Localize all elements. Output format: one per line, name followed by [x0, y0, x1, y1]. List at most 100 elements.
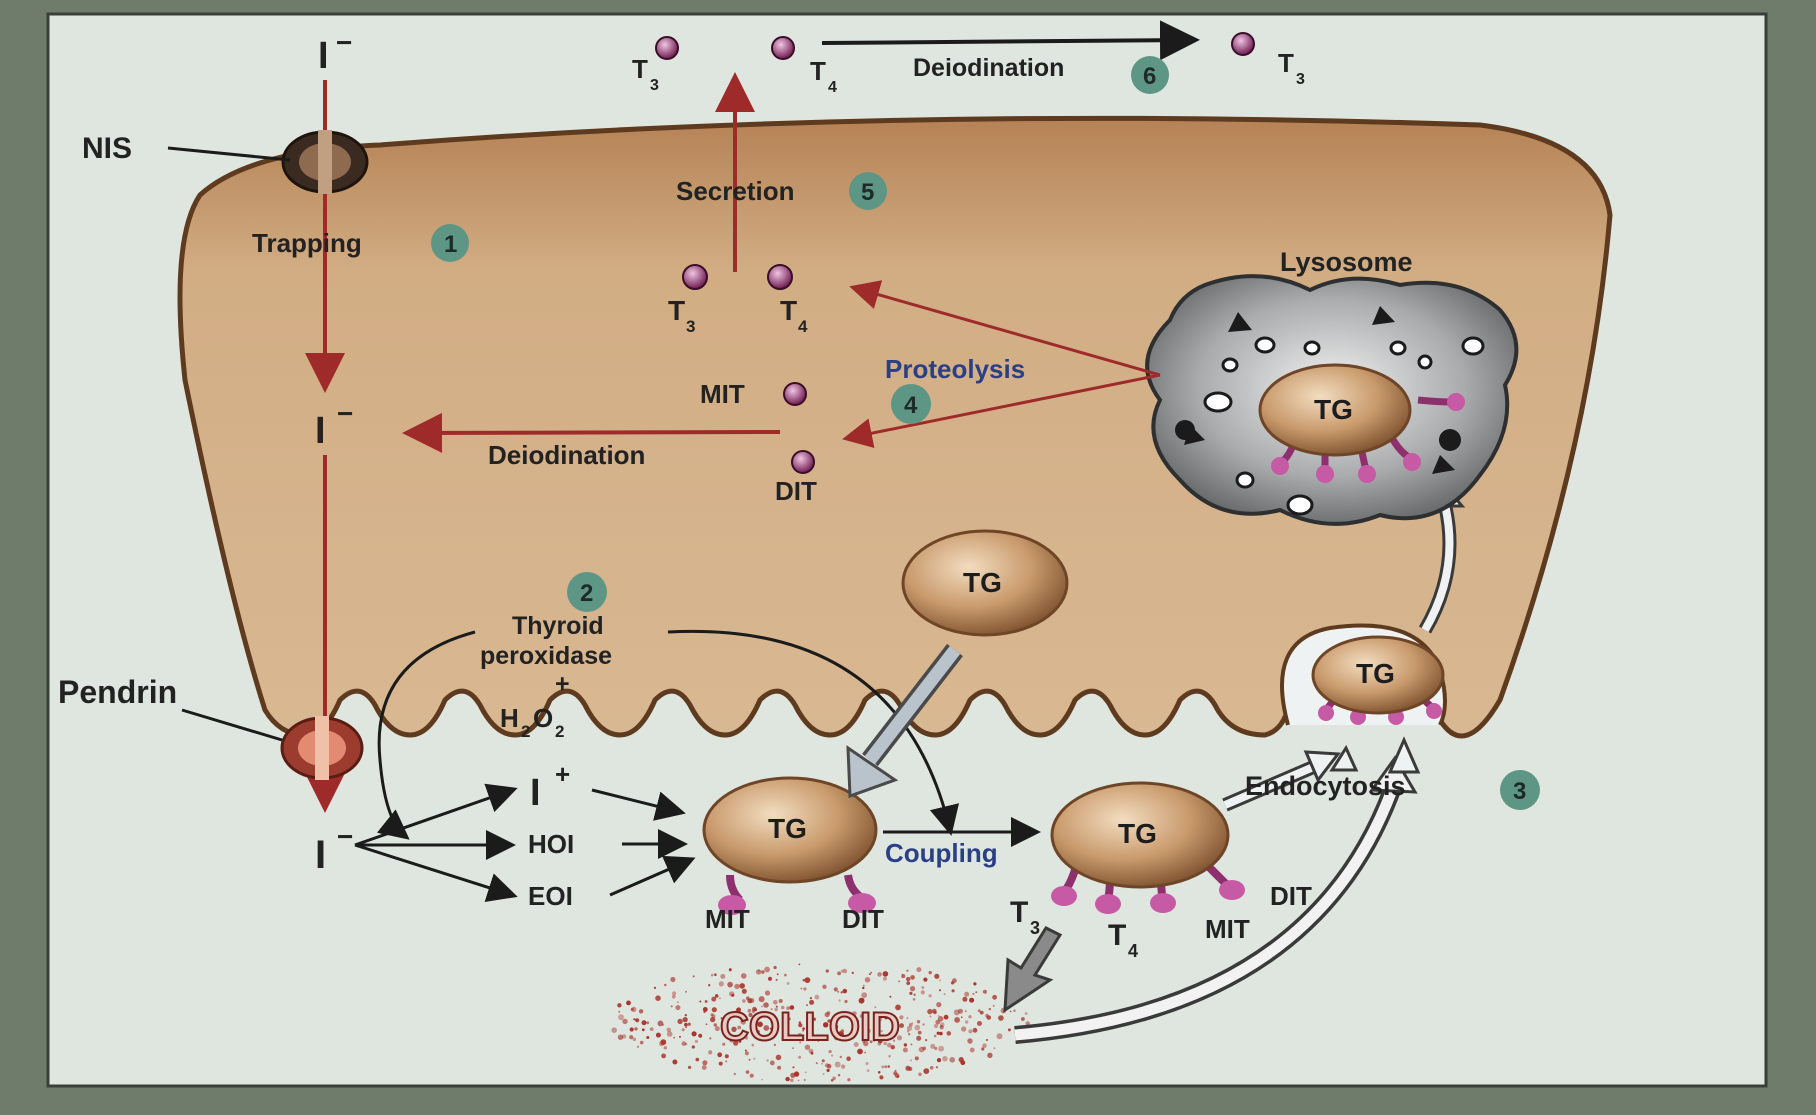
colloid-particle [708, 984, 710, 986]
colloid-particle [958, 1009, 963, 1014]
colloid-particle [804, 1079, 806, 1081]
colloid-particle [654, 987, 656, 989]
deiodination-mid-label: Deiodination [488, 440, 645, 470]
t4-secreted-icon [772, 37, 794, 59]
colloid-particle [906, 981, 910, 985]
colloid-particle [961, 1016, 963, 1018]
tg-cytoplasm: TG [903, 531, 1067, 635]
colloid-particle [898, 981, 900, 983]
colloid-particle [940, 1025, 942, 1027]
colloid-particle [815, 995, 820, 1000]
colloid-particle [961, 1026, 966, 1031]
colloid-particle [870, 972, 872, 974]
colloid-particle [973, 982, 976, 985]
colloid-particle [914, 994, 916, 996]
mit-label-coupled: MIT [1205, 914, 1250, 944]
colloid-particle [798, 1056, 801, 1059]
colloid-particle [759, 996, 765, 1002]
colloid-particle [708, 1050, 712, 1054]
colloid-particle [688, 1066, 691, 1069]
tyrosine-residue-icon [1219, 880, 1245, 900]
colloid-particle [887, 1065, 890, 1068]
deiodination-top-label: Deiodination [913, 54, 1064, 82]
colloid-particle [702, 1060, 707, 1065]
colloid-particle [881, 1066, 884, 1069]
colloid-particle [785, 1077, 789, 1081]
colloid-particle [637, 1046, 639, 1048]
colloid-particle [712, 1007, 717, 1012]
peroxidase-label: peroxidase [480, 642, 612, 670]
colloid-particle [777, 973, 779, 975]
colloid-particle [626, 1001, 631, 1006]
colloid-particle [622, 1019, 627, 1024]
dit-label-cell: DIT [775, 476, 817, 506]
colloid-particle [929, 971, 932, 974]
colloid-particle [965, 1010, 967, 1012]
colloid-particle [910, 986, 915, 991]
svg-text:T: T [1108, 919, 1126, 952]
colloid-particle [837, 991, 839, 993]
colloid-particle [977, 1021, 982, 1026]
colloid-particle [837, 972, 841, 976]
colloid-particle [967, 1038, 972, 1043]
svg-text:3: 3 [686, 317, 695, 336]
colloid-particle [862, 987, 864, 989]
step-4-number: 4 [904, 392, 918, 419]
colloid-particle [884, 1065, 887, 1068]
colloid-particle [944, 1015, 949, 1020]
colloid-particle [930, 1016, 932, 1018]
colloid-particle [749, 1059, 751, 1061]
colloid-particle [827, 1064, 832, 1069]
colloid-particle [682, 1028, 685, 1031]
dit-label-iodination: DIT [842, 904, 884, 934]
colloid-particle [908, 1033, 910, 1035]
thyroid-label: Thyroid [512, 612, 604, 640]
colloid-particle [930, 1044, 935, 1049]
colloid-particle [745, 1050, 747, 1052]
mit-label-iodination: MIT [705, 904, 750, 934]
dit-molecule-icon [792, 451, 814, 473]
step-3-number: 3 [1513, 778, 1526, 805]
colloid-particle [709, 1037, 711, 1039]
colloid-particle [965, 1020, 969, 1024]
colloid-particle [834, 987, 838, 991]
iodide-low-minus: − [337, 821, 353, 852]
colloid-particle [667, 1028, 672, 1033]
colloid-particle [844, 1000, 847, 1003]
colloid-particle [903, 1048, 908, 1053]
colloid-particle [799, 964, 801, 966]
step-2-number: 2 [580, 580, 593, 607]
colloid-particle [952, 989, 955, 992]
colloid-particle [847, 1078, 850, 1081]
colloid-particle [642, 1020, 647, 1025]
colloid-particle [768, 977, 772, 981]
colloid-particle [805, 977, 811, 983]
colloid-particle [846, 1056, 851, 1061]
step-6-number: 6 [1143, 63, 1156, 90]
iodide-top-minus: − [336, 27, 352, 58]
colloid-particle [867, 1069, 870, 1072]
colloid-particle [811, 1052, 814, 1055]
colloid-particle [925, 1039, 927, 1041]
colloid-particle [895, 1073, 900, 1078]
colloid-particle [729, 968, 732, 971]
colloid-particle [712, 1014, 716, 1018]
colloid-particle [703, 1007, 708, 1012]
colloid-particle [640, 1041, 644, 1045]
colloid-particle [650, 1027, 654, 1031]
colloid-particle [774, 966, 777, 969]
colloid-particle [629, 1035, 633, 1039]
colloid-particle [980, 1011, 984, 1015]
iodine-plus-sign: + [555, 759, 570, 789]
colloid-particle [779, 999, 783, 1003]
colloid-particle [936, 1002, 941, 1007]
colloid-particle [634, 1027, 637, 1030]
colloid-particle [784, 974, 787, 977]
colloid-particle [695, 1040, 698, 1043]
colloid-particle [960, 1060, 965, 1065]
colloid-particle [932, 1009, 937, 1014]
colloid-particle [766, 1059, 769, 1062]
colloid-particle [998, 1015, 1004, 1021]
colloid-particle [715, 994, 719, 998]
colloid-particle [859, 998, 865, 1004]
